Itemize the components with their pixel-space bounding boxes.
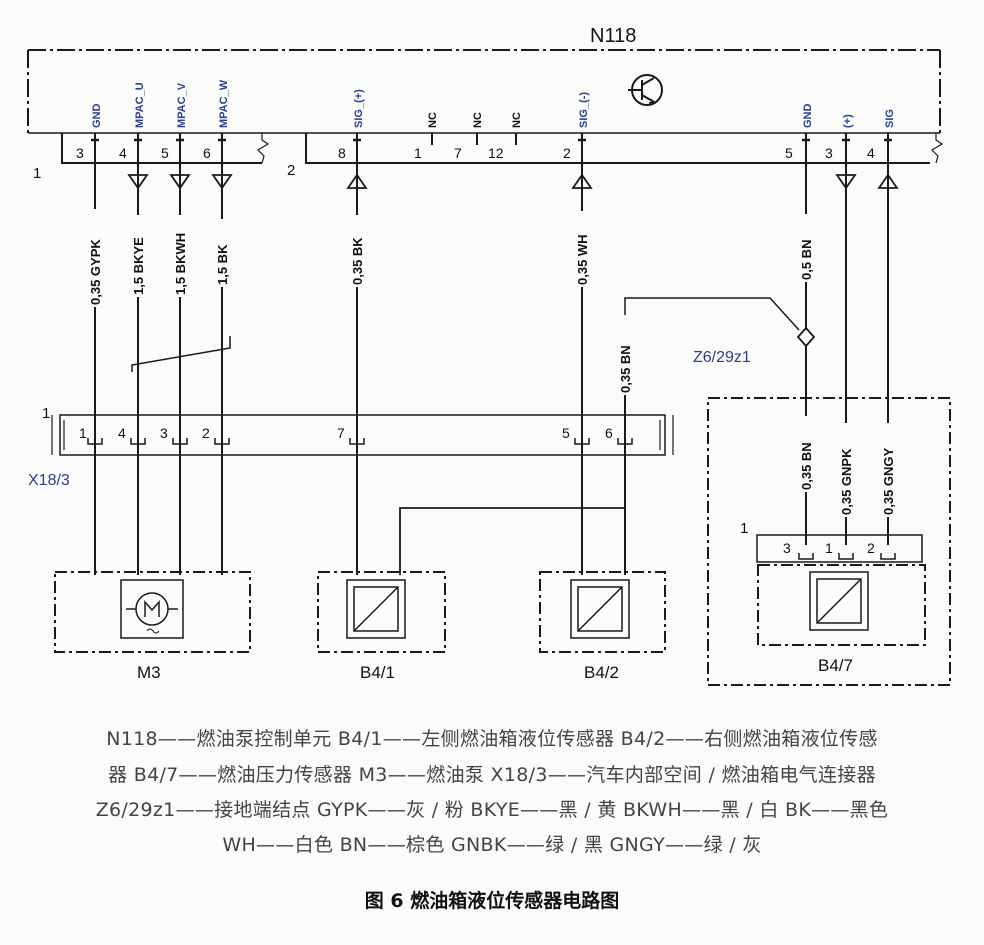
sensor-icon-b47: [816, 578, 862, 624]
x18-pin: 3: [160, 425, 168, 441]
module-name: N118: [590, 25, 636, 47]
wire-label: 0,5 BN: [799, 240, 814, 280]
wire-label: 0,35 GYPK: [88, 239, 103, 305]
pin-name: NC: [511, 112, 523, 128]
pin-name: SIG: [884, 109, 896, 128]
sensor-icon-b41: [353, 586, 399, 632]
b47-pin: 2: [867, 540, 875, 556]
sensor-icon-b42: [577, 586, 623, 632]
wire-label: 0,35 GNPK: [839, 448, 854, 515]
pin-number: 8: [338, 145, 346, 161]
pin-name: MPAC_W: [218, 79, 230, 128]
pin-name: SIG_(-): [578, 92, 590, 128]
pin-name: MPAC_U: [134, 82, 146, 128]
wire-label: 1,5 BK: [215, 244, 230, 285]
x18-pin: 1: [79, 425, 87, 441]
pin-number: 5: [161, 145, 169, 161]
wire-label: 0,35 GNGY: [881, 447, 896, 515]
wire-label: 0,35 BN: [618, 345, 633, 393]
pin-number: 4: [119, 145, 127, 161]
connector-label: 1: [33, 165, 41, 182]
pin-name: GND: [802, 104, 814, 129]
pin-name: MPAC_V: [176, 82, 188, 128]
pin-name: SIG_(+): [353, 89, 365, 128]
pin-name: NC: [427, 112, 439, 128]
pin-number: 6: [203, 145, 211, 161]
component-name-b47: B4/7: [818, 656, 853, 675]
legend-line-3: Z6/29z1——接地端结点 GYPK——灰 / 粉 BKYE——黑 / 黄 B…: [95, 799, 889, 821]
connector-label: 1: [740, 520, 748, 537]
x18-pin: 2: [202, 425, 210, 441]
pin-name: NC: [472, 112, 484, 128]
pin-name: (+): [842, 114, 854, 128]
ground-point-label: Z6/29z1: [693, 349, 751, 366]
pin-number: 5: [785, 145, 793, 161]
pin-number: 1: [414, 145, 422, 161]
wire-label: 0,35 BN: [799, 442, 814, 490]
b47-pin: 3: [783, 540, 791, 556]
pin-number: 12: [488, 145, 504, 161]
b47-pin: 1: [825, 540, 833, 556]
pin-number: 3: [76, 145, 84, 161]
pin-number: 4: [867, 145, 875, 161]
pin-number: 3: [825, 145, 833, 161]
connector-label: 1: [42, 405, 50, 422]
component-name-b41: B4/1: [360, 663, 395, 682]
component-name-m3: M3: [137, 663, 161, 682]
wire-label: 0,35 BK: [350, 237, 365, 285]
pin-number: 7: [454, 145, 462, 161]
component-name-b42: B4/2: [584, 663, 619, 682]
x18-pin: 6: [605, 425, 613, 441]
wire-label: 0,35 WH: [575, 234, 590, 285]
legend-line-4: WH——白色 BN——棕色 GNBK——绿 / 黑 GNGY——绿 / 灰: [222, 834, 762, 856]
wire-label: 1,5 BKYE: [131, 237, 146, 295]
connector-label: 2: [287, 162, 295, 179]
wire-label: 1,5 BKWH: [173, 233, 188, 295]
legend-line-1: N118——燃油泵控制单元 B4/1——左侧燃油箱液位传感器 B4/2——右侧燃…: [106, 728, 878, 750]
figure-caption: 图 6 燃油箱液位传感器电路图: [364, 890, 620, 912]
pin-name: GND: [91, 104, 103, 129]
pin-number: 2: [563, 145, 571, 161]
x18-name: X18/3: [28, 472, 70, 489]
x18-pin: 7: [337, 425, 345, 441]
x18-pin: 4: [118, 425, 126, 441]
ground-splice-icon: [796, 326, 816, 348]
x18-pin: 5: [562, 425, 570, 441]
legend-line-2: 器 B4/7——燃油压力传感器 M3——燃油泵 X18/3——汽车内部空间 / …: [108, 764, 876, 786]
